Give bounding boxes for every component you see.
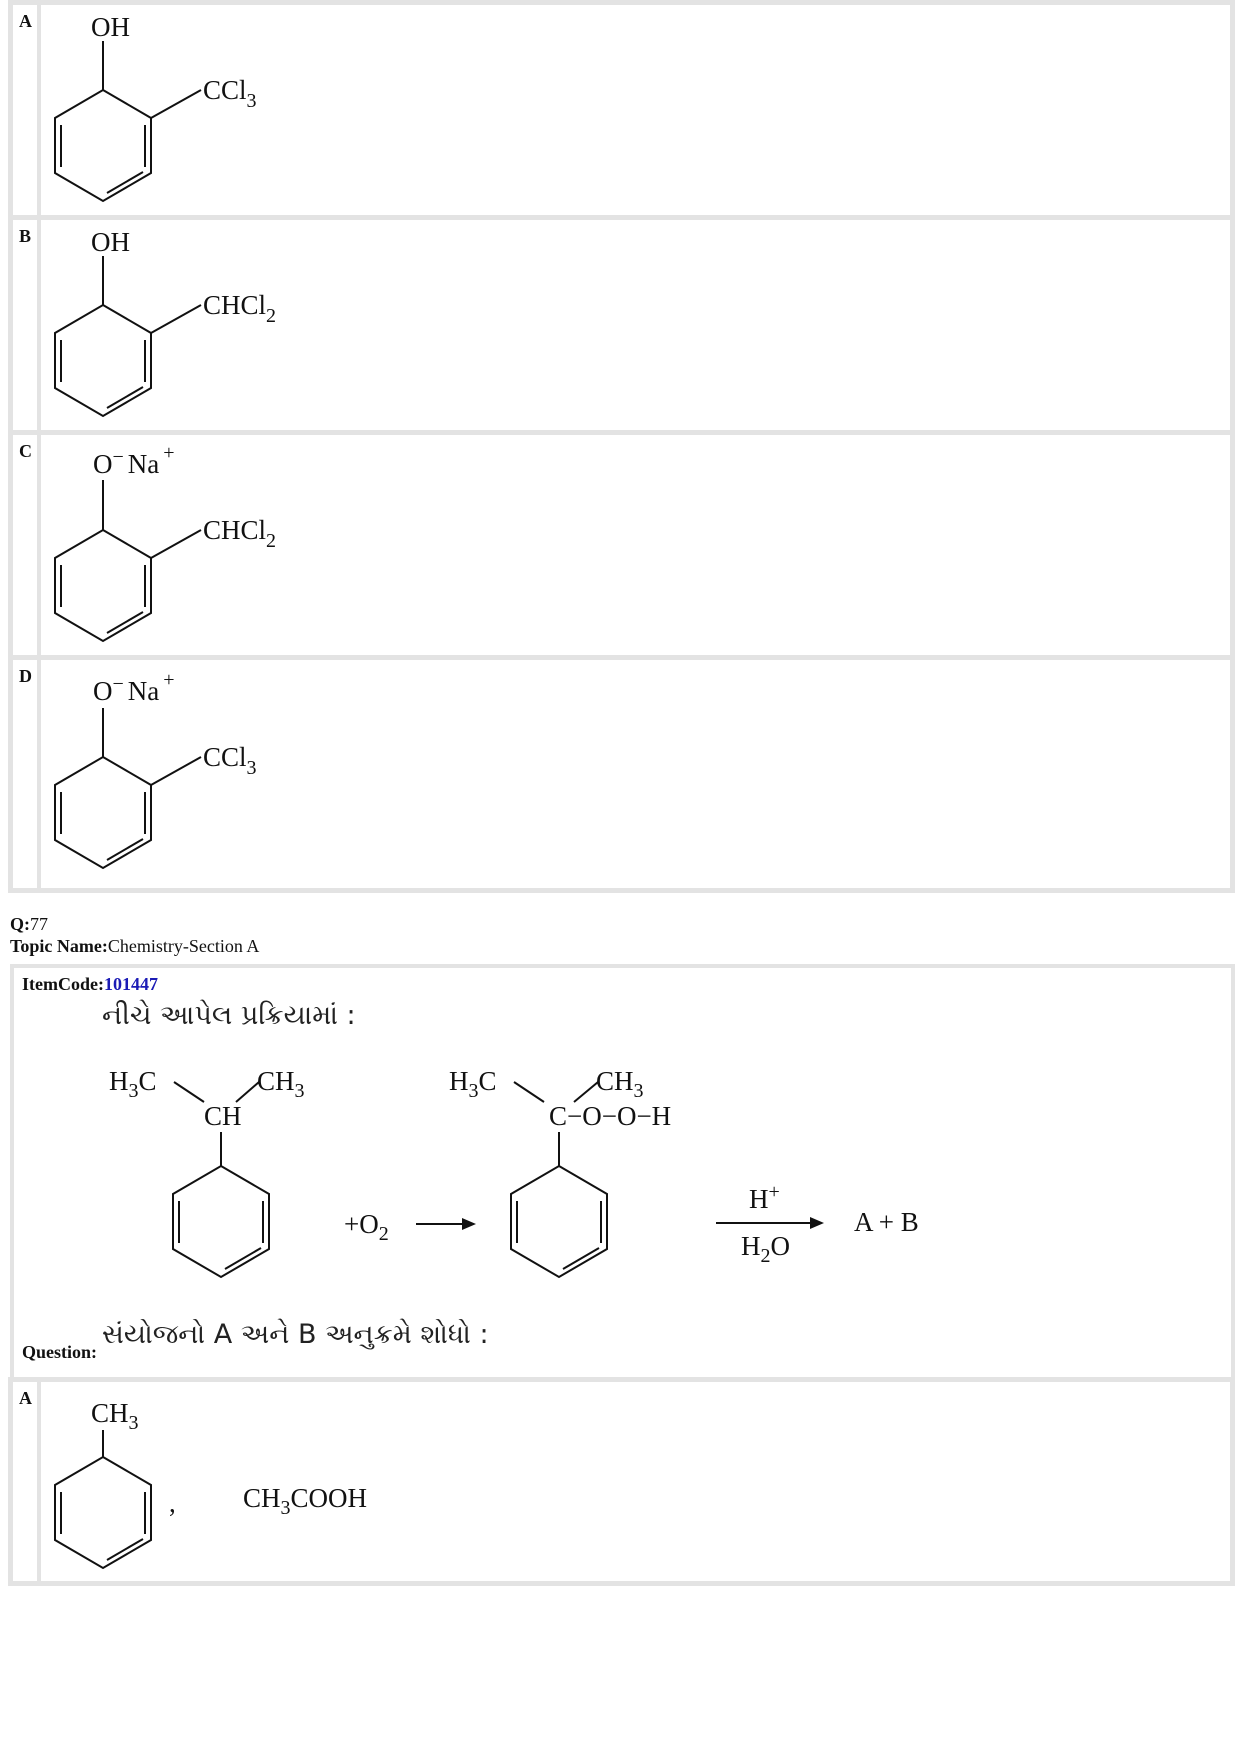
row-divider xyxy=(13,430,1230,435)
double-bond xyxy=(106,611,144,634)
bond xyxy=(173,1081,205,1103)
peroxide-chain: C−O−O−H xyxy=(549,1101,671,1131)
benzene-ring xyxy=(54,303,152,418)
chemical-structure: OH CHCl2 xyxy=(54,227,276,418)
question-intro-text: નીચે આપેલ પ્રક્રિયામાં : xyxy=(102,1000,356,1031)
arrow-head xyxy=(810,1217,824,1229)
benzene-ring xyxy=(54,88,152,203)
option-letter: D xyxy=(13,660,41,888)
acetic-acid: CH3COOH xyxy=(243,1483,367,1519)
bond xyxy=(150,756,202,786)
methyl-group: CH3 xyxy=(91,1398,139,1434)
answer-options-table: A CH3 , CH3COOH xyxy=(8,1377,1235,1586)
plus-o2: +O2 xyxy=(344,1209,389,1245)
ch-group: CH xyxy=(204,1101,242,1131)
option-d-row: D O−Na+ CCl3 xyxy=(13,660,1230,888)
option-letter: C xyxy=(13,435,41,655)
row-divider xyxy=(13,655,1230,660)
benzene-ring xyxy=(510,1164,608,1279)
double-bond xyxy=(106,838,144,861)
side-group: CHCl2 xyxy=(203,515,276,552)
item-code: ItemCode:101447 xyxy=(22,974,158,994)
double-bond xyxy=(224,1247,262,1270)
question-label: Question: xyxy=(22,1342,98,1362)
top-group: O−Na+ xyxy=(93,442,175,479)
option-d-structure: O−Na+ CCl3 xyxy=(41,660,1230,888)
benzene-ring xyxy=(54,1455,152,1570)
chemical-structure: O−Na+ CHCl2 xyxy=(54,442,276,643)
side-group: CHCl2 xyxy=(203,290,276,327)
condition-water: H2O xyxy=(741,1231,790,1267)
ch3-group: CH3 xyxy=(596,1066,644,1102)
products-a-b: A + B xyxy=(854,1207,919,1237)
top-group: OH xyxy=(91,12,130,42)
question-prompt-text: સંયોજનો A અને B અનુક્રમે શોધો : xyxy=(102,1319,489,1350)
question-item-box: ItemCode:101447 નીચે આપેલ પ્રક્રિયામાં :… xyxy=(10,964,1235,1382)
topic-name: Topic Name:Chemistry-Section A xyxy=(10,936,260,956)
top-group: O−Na+ xyxy=(93,669,175,706)
comma: , xyxy=(169,1488,176,1518)
option-b-row: B OH CHCl2 xyxy=(13,220,1230,430)
previous-options-table: A OH CCl3 B OH xyxy=(8,0,1235,893)
double-bond xyxy=(106,171,144,194)
arrow-head xyxy=(462,1218,476,1230)
benzene-ring xyxy=(172,1164,270,1279)
chemical-structure: OH CCl3 xyxy=(54,12,257,203)
bond xyxy=(150,529,202,559)
question-number: Q:77 xyxy=(10,914,48,934)
bond xyxy=(513,1081,545,1103)
option-letter: A xyxy=(13,5,41,215)
double-bond xyxy=(562,1247,600,1270)
benzene-ring xyxy=(54,755,152,870)
row-divider xyxy=(13,215,1230,220)
intermediate-hydroperoxide: H3C CH3 C−O−O−H xyxy=(449,1066,671,1279)
chemical-structure: CH3 , CH3COOH xyxy=(54,1398,367,1570)
bond xyxy=(150,89,202,119)
bond xyxy=(235,1081,260,1103)
h3c-group: H3C xyxy=(449,1066,497,1102)
side-group: CCl3 xyxy=(203,742,257,779)
ch3-group: CH3 xyxy=(257,1066,305,1102)
reactant-cumene: H3C CH3 CH xyxy=(109,1066,305,1279)
side-group: CCl3 xyxy=(203,75,257,112)
top-group: OH xyxy=(91,227,130,257)
option-c-structure: O−Na+ CHCl2 xyxy=(41,435,1230,655)
option-letter: A xyxy=(13,1382,41,1581)
option-a-structure: OH CCl3 xyxy=(41,5,1230,215)
h3c-group: H3C xyxy=(109,1066,157,1102)
chemical-structure: O−Na+ CCl3 xyxy=(54,669,257,870)
reaction-scheme: H3C CH3 CH +O2 H3C CH3 C−O−O−H xyxy=(109,1066,919,1279)
bond xyxy=(150,304,202,334)
answer-a-structure: CH3 , CH3COOH xyxy=(41,1382,1230,1581)
answer-a-row: A CH3 , CH3COOH xyxy=(13,1382,1230,1581)
benzene-ring xyxy=(54,528,152,643)
double-bond xyxy=(106,386,144,409)
option-letter: B xyxy=(13,220,41,430)
option-a-row: A OH CCl3 xyxy=(13,5,1230,215)
double-bond xyxy=(106,1538,144,1561)
bond xyxy=(573,1081,599,1103)
option-b-structure: OH CHCl2 xyxy=(41,220,1230,430)
condition-acid: H+ xyxy=(749,1181,780,1214)
option-c-row: C O−Na+ CHCl2 xyxy=(13,435,1230,655)
